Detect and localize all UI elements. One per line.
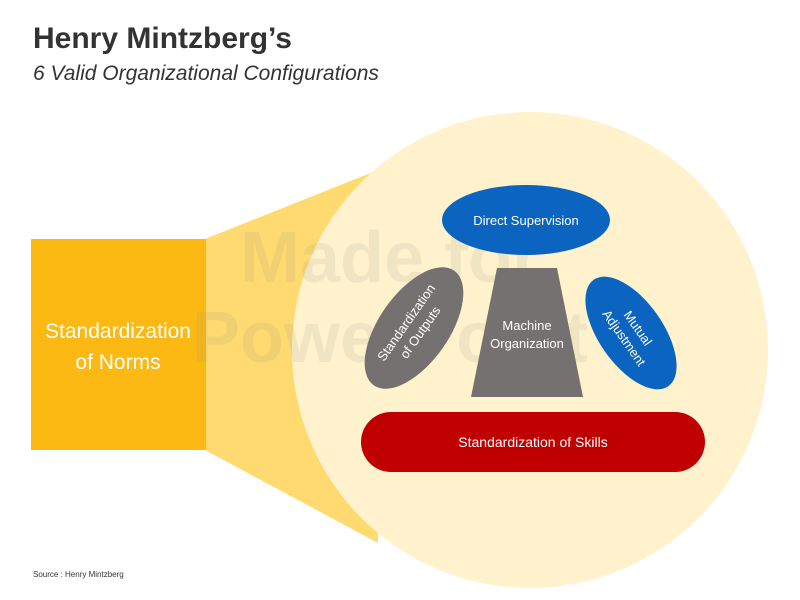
page-title: Henry Mintzberg’s <box>33 22 292 55</box>
norms-label-line2: of Norms <box>75 351 160 374</box>
direct-supervision-label: Direct Supervision <box>473 213 579 228</box>
mutual-adjustment-ellipse: Mutual Adjustment <box>585 276 677 390</box>
machine-label-line2: Organization <box>490 336 564 351</box>
skills-label: Standardization of Skills <box>458 434 607 450</box>
direct-supervision-ellipse <box>442 185 610 255</box>
norms-label-line1: Standardization <box>45 320 191 343</box>
standardization-of-norms-box <box>31 239 206 450</box>
standardization-of-outputs-ellipse: Standardization of Outputs <box>364 267 464 389</box>
source-note: Source : Henry Mintzberg <box>33 570 124 579</box>
machine-label-line1: Machine <box>502 318 551 333</box>
standardization-of-skills-pill <box>361 412 705 472</box>
page-subtitle: 6 Valid Organizational Configurations <box>33 62 379 85</box>
machine-organization-trapezoid <box>471 268 583 397</box>
